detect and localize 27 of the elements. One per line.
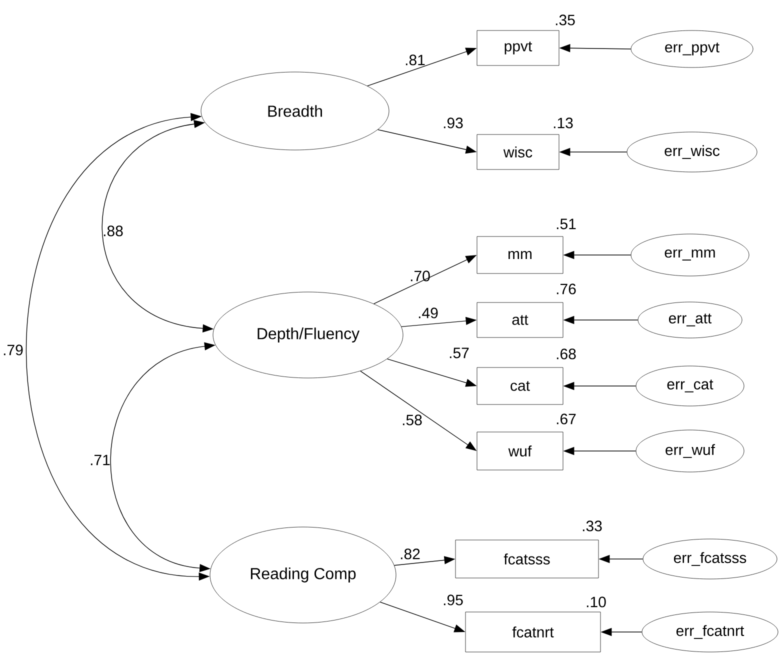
edge-label: .93 (444, 118, 463, 128)
edge-label: .57 (450, 348, 469, 358)
variable-box: wuf (476, 432, 564, 470)
variable-box: fcatnrt (465, 612, 601, 652)
edge-label: .70 (410, 270, 430, 282)
edge-label: .79 (4, 344, 23, 356)
variable-box: cat (476, 367, 564, 405)
variable-box: wisc (476, 134, 560, 170)
value-label: .68 (556, 348, 576, 360)
value-label: .51 (556, 218, 576, 230)
value-label: .76 (556, 284, 576, 294)
edge-label: .49 (418, 308, 438, 318)
edge-label: .81 (406, 54, 425, 66)
edge-label: .71 (90, 454, 110, 466)
variable-box: fcatsss (455, 540, 599, 578)
edge-label: .95 (444, 594, 463, 606)
value-label: .10 (586, 596, 606, 608)
value-label: .13 (554, 118, 573, 128)
variable-box: att (476, 302, 564, 338)
variable-box: mm (476, 236, 564, 274)
value-label: .33 (582, 520, 602, 532)
value-label: .35 (556, 14, 575, 26)
edge-label: .88 (104, 226, 123, 236)
edge-label: .58 (402, 414, 422, 426)
variable-box: ppvt (476, 30, 560, 66)
value-label: .67 (556, 414, 576, 424)
edge-label: .82 (400, 548, 420, 560)
